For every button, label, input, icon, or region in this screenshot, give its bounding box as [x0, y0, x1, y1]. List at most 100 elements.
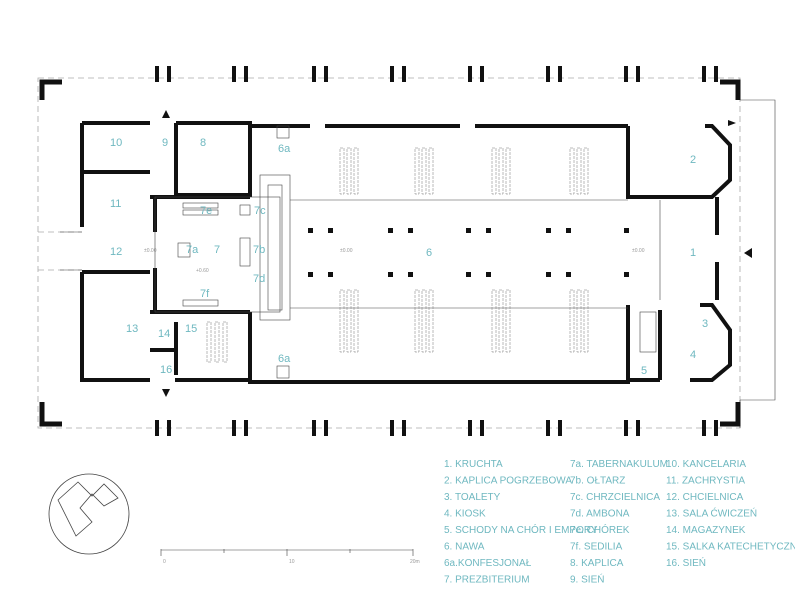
legend-item: 14. MAGAZYNEK: [666, 525, 746, 536]
scale-label: 20m: [410, 559, 420, 565]
legend-item: 5. SCHODY NA CHÓR I EMPORY: [444, 523, 598, 536]
column: [546, 66, 550, 82]
pew-row: [346, 147, 352, 195]
room-label-6a: 6a: [278, 143, 291, 155]
column: [702, 420, 706, 436]
pew-row: [421, 147, 427, 195]
column: [324, 420, 328, 436]
room-label-2: 2: [690, 154, 696, 166]
column: [468, 66, 472, 82]
nave-column: [328, 228, 333, 233]
room-label-4: 4: [690, 349, 696, 361]
pew-row: [353, 289, 359, 353]
pew-row: [569, 289, 575, 353]
nave-column: [388, 272, 393, 277]
nave-column: [546, 272, 551, 277]
pew-row: [569, 147, 575, 195]
nave-column: [486, 228, 491, 233]
scale-bar: 0 10 20m: [160, 549, 420, 565]
legend-item: 7c. CHRZCIELNICA: [570, 492, 660, 503]
pew-row: [576, 147, 582, 195]
room-label-7c: 7c: [254, 205, 266, 217]
column: [480, 420, 484, 436]
room-labels: 1 2 3 4 5 6 6a 6a 7 7a 7b 7c 7d 7e 7f 8 …: [110, 137, 708, 377]
column: [312, 420, 316, 436]
elevation-marks: ±0.00 ±0.00 ±0.00 +0.60: [144, 248, 645, 274]
room-label-3: 3: [702, 318, 708, 330]
elevation-label: ±0.00: [144, 248, 157, 254]
room-label-16: 16: [160, 364, 172, 376]
side-entrance-arrow-icon: [162, 389, 170, 397]
column: [558, 420, 562, 436]
elevation-label: ±0.00: [340, 248, 353, 254]
room-label-14: 14: [158, 328, 170, 340]
column: [636, 66, 640, 82]
pew-row: [214, 321, 220, 363]
pew-row: [428, 289, 434, 353]
legend-item: 4. KIOSK: [444, 509, 486, 520]
column: [167, 66, 171, 82]
column: [714, 420, 718, 436]
room-label-7e: 7e: [200, 205, 212, 217]
pews: [206, 147, 589, 363]
legend-item: 7e. CHÓREK: [570, 523, 630, 536]
scale-label: 0: [163, 559, 166, 565]
nave-column: [624, 272, 629, 277]
legend-item: 2. KAPLICA POGRZEBOWA: [444, 476, 572, 487]
column: [167, 420, 171, 436]
legend-item: 7b. OŁTARZ: [570, 476, 625, 487]
nave-column: [308, 272, 313, 277]
altar-furniture: [177, 202, 251, 307]
pew-row: [222, 321, 228, 363]
column: [624, 420, 628, 436]
pew-row: [498, 289, 504, 353]
pew-row: [491, 147, 497, 195]
room-label-9: 9: [162, 137, 168, 149]
column: [244, 66, 248, 82]
legend-item: 9. SIEŃ: [570, 573, 604, 586]
column: [546, 420, 550, 436]
nave-column: [624, 228, 629, 233]
pew-row: [505, 289, 511, 353]
legend-item: 3. TOALETY: [444, 492, 501, 503]
corner-brackets: [39, 79, 741, 427]
legend-item: 7f. SEDILIA: [570, 542, 623, 553]
nave-column: [408, 228, 413, 233]
nave-column: [328, 272, 333, 277]
pew-row: [491, 289, 497, 353]
room-label-7d: 7d: [253, 273, 265, 285]
legend-item: 7. PREZBITERIUM: [444, 575, 530, 586]
exterior-columns: [155, 66, 718, 436]
column: [312, 66, 316, 82]
column: [390, 420, 394, 436]
nave-column: [566, 272, 571, 277]
room-label-1: 1: [690, 247, 696, 259]
pew-row: [583, 147, 589, 195]
pew-row: [346, 289, 352, 353]
pew-row: [428, 147, 434, 195]
room-label-11: 11: [110, 198, 121, 210]
pew-row: [206, 321, 212, 363]
entrance-arrows: [162, 110, 752, 397]
column: [402, 66, 406, 82]
side-entrance-arrow-icon: [162, 110, 170, 118]
nave-column: [486, 272, 491, 277]
elevation-label: ±0.00: [632, 248, 645, 254]
legend-item: 12. CHCIELNICA: [666, 492, 744, 503]
column: [624, 66, 628, 82]
column: [155, 66, 159, 82]
column: [244, 420, 248, 436]
column: [468, 420, 472, 436]
room-label-8: 8: [200, 137, 206, 149]
pew-row: [421, 289, 427, 353]
room-label-12: 12: [110, 246, 122, 258]
column: [480, 66, 484, 82]
legend-item: 8. KAPLICA: [570, 558, 624, 569]
room-label-15: 15: [185, 323, 197, 335]
elevation-label: +0.60: [196, 268, 209, 274]
room-label-6a: 6a: [278, 353, 291, 365]
nave-column: [466, 272, 471, 277]
legend-item: 15. SALKA KATECHETYCZNA: [666, 542, 795, 553]
